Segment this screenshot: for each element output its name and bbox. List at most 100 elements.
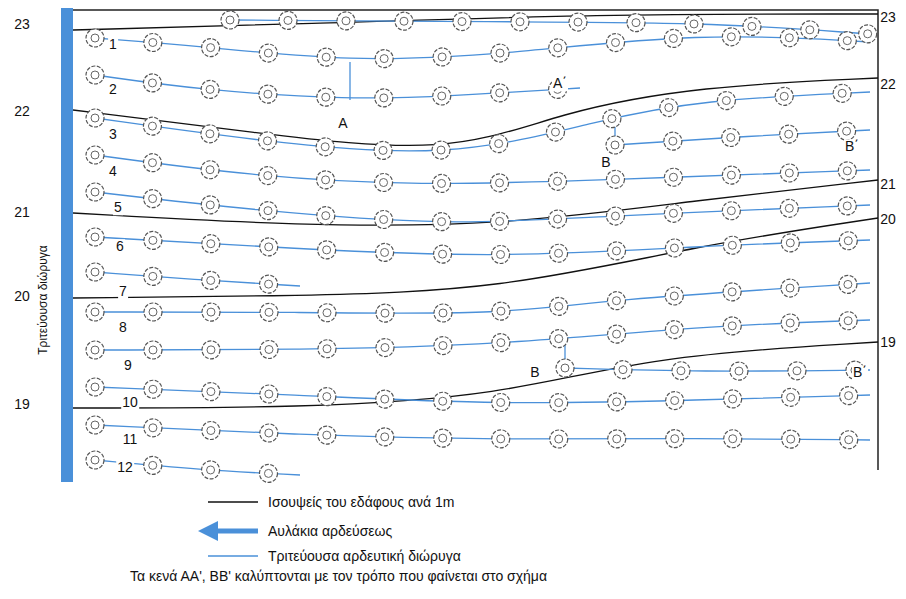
tree-crown [317,207,335,225]
tree-crown [453,13,471,31]
tree-crown [672,362,690,380]
tree-core [206,166,214,174]
gap-letter: A [337,116,348,131]
tree-crown [839,232,857,250]
tree-core [844,237,852,245]
tree-symbol [434,429,452,447]
tree-crown [781,314,799,332]
tree-symbol [666,392,684,410]
tree-crown [143,154,161,172]
tree-crown [86,451,104,469]
tree-crown [491,174,509,192]
tree-symbol [144,190,162,208]
tree-core [322,212,330,220]
tree-crown [549,39,567,57]
tree-core [611,141,619,149]
tree-crown [490,135,508,153]
tree-symbol [259,464,277,482]
tree-core [323,246,331,254]
tree-core [613,435,621,443]
tree-crown [801,21,819,39]
tree-core [438,92,446,100]
tree-symbol [202,341,220,359]
legend-text: Ισουψείς του εδάφους ανά 1m [268,494,454,510]
contour-number: 22 [879,77,897,92]
tree-symbol [840,387,858,405]
tree-crown [665,321,683,339]
row-number: 3 [108,127,118,142]
tree-core [148,122,156,130]
tree-symbol [614,361,632,379]
tree-symbol [780,199,798,217]
tree-crown [724,430,742,448]
contour-number: 22 [13,104,31,119]
tree-core [497,250,505,258]
tree-symbol [144,303,162,321]
tree-symbol [838,122,856,140]
tree-core [496,217,504,225]
tree-crown [723,283,741,301]
tree-symbol [202,235,220,253]
tree-crown [86,66,104,84]
tree-symbol [434,392,452,410]
tree-symbol [782,430,800,448]
tree-symbol [144,380,162,398]
tree-core [496,49,504,57]
tree-crown [317,48,335,66]
tree-core [265,390,273,398]
tree-crown [723,317,741,335]
row-number: 7 [118,284,128,299]
tree-row [95,92,870,151]
tree-symbol [453,13,471,31]
tree-core [612,247,620,255]
tree-symbol [685,15,703,33]
tree-symbol [318,304,336,322]
tree-core [437,146,445,154]
tree-crown [318,388,336,406]
tree-core [149,424,157,432]
contour-number: 23 [13,17,31,32]
tree-crown [202,422,220,440]
tree-crown [258,132,276,150]
tree-core [265,280,273,288]
gap-letter: A΄ [552,76,568,91]
tree-symbol [550,330,568,348]
tree-row [95,155,870,183]
tree-crown [550,297,568,315]
tree-core [322,176,330,184]
canal-name: Τριτεύουσα διώρυγα [37,244,50,355]
tree-symbol [202,303,220,321]
tree-core [735,367,743,375]
tree-core [264,172,272,180]
tree-symbol [86,341,104,359]
tree-crown [664,204,682,222]
tree-core [555,335,563,343]
tree-crown [665,287,683,305]
tree-core [845,392,853,400]
contour-number: 19 [13,397,31,412]
tree-core [91,151,99,159]
tree-symbol [492,394,510,412]
tree-core [786,239,794,247]
tree-symbol [316,138,334,156]
tree-crown [143,74,161,92]
tree-crown [491,212,509,230]
tree-symbol [491,174,509,192]
tree-crown [260,303,278,321]
tree-crown [550,330,568,348]
tree-core [611,175,619,183]
tree-core [149,461,157,469]
tree-core [149,385,157,393]
tree-symbol [86,378,104,396]
tree-symbol [318,426,336,444]
tree-core [669,173,677,181]
tree-symbol [221,11,239,29]
tree-crown [317,88,335,106]
canal-bar [61,8,73,482]
tree-core [619,366,627,374]
tree-core [91,421,99,429]
tree-core [381,248,389,256]
tree-core [207,427,215,435]
tree-crown [780,164,798,182]
tree-symbol [549,39,567,57]
